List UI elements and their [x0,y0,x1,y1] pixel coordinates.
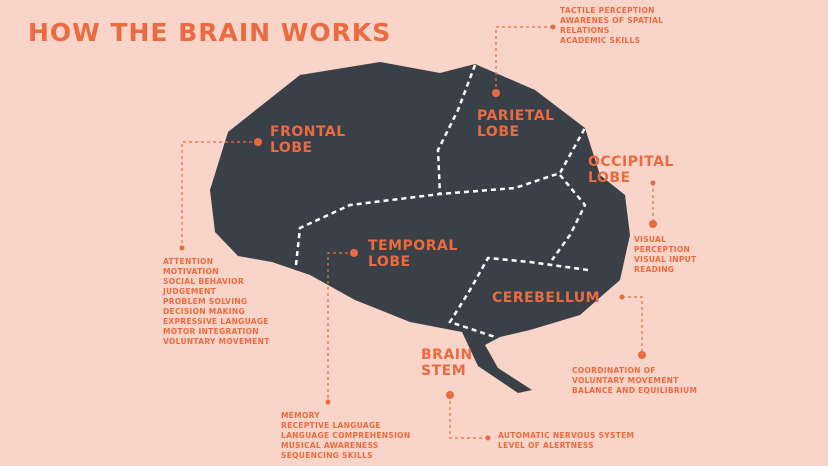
brainstem-dot [446,391,454,399]
occipital-lobe-functions: VISUAL PERCEPTION VISUAL INPUT READING [634,235,697,274]
cerebellum-dot [619,294,625,300]
parietal-connector [495,26,553,93]
cerebellum-label: CEREBELLUM [492,290,601,306]
frontal-lobe-label: FRONTAL LOBE [270,124,346,156]
brainstem-connector [449,395,488,439]
frontal-end-dot [179,245,185,251]
temporal-connector [327,252,354,402]
lobe-dividers [294,64,589,339]
temporal-lobe-functions: MEMORY RECEPTIVE LANGUAGE LANGUAGE COMPR… [281,411,411,460]
frontal-dot [254,138,262,146]
occipital-lobe-label: OCCIPITAL LOBE [588,154,674,186]
brainstem-end-dot [485,435,491,441]
occipital-end-dot [649,220,657,228]
occipital-boundary [550,174,587,261]
frontal-lobe-functions: ATTENTION MOTIVATION SOCIAL BEHAVIOR JUD… [163,257,270,346]
brain-shape [210,62,630,393]
temporal-dot [350,249,358,257]
parietal-dot [492,89,500,97]
temporal-lobe-label: TEMPORAL LOBE [368,238,458,270]
connector-lines [181,26,654,439]
page-title: HOW THE BRAIN WORKS [28,18,392,47]
connector-dots [179,24,657,441]
cerebellum-functions: COORDINATION OF VOLUNTARY MOVEMENT BALAN… [572,366,698,395]
temporal-end-dot [325,399,331,405]
occipital-dot [650,180,656,186]
cerebellum-boundary [448,256,589,339]
brainstem-label: BRAIN STEM [421,347,473,379]
parietal-end-dot [550,24,556,30]
brainstem-functions: AUTOMATIC NERVOUS SYSTEM LEVEL OF ALERTN… [498,431,635,450]
cerebellum-connector [622,296,643,354]
lateral-sulcus [294,127,587,266]
frontal-connector [181,141,258,248]
parietal-lobe-label: PARIETAL LOBE [477,108,555,140]
parietal-lobe-functions: TACTILE PERCEPTION AWARENES OF SPATIAL R… [560,6,664,45]
cerebellum-end-dot [638,351,646,359]
